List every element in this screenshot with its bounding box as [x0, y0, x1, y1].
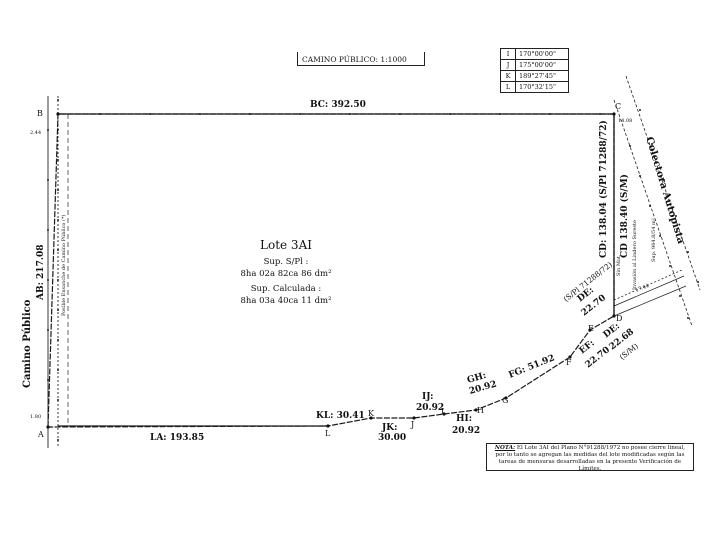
side-ij-name: IJ:: [422, 392, 433, 402]
camino-publico-label: Camino Público: [22, 299, 33, 388]
sin-mat-label: Sin Mat.: [616, 254, 622, 276]
vertex-label-f: F: [566, 358, 572, 367]
scale-title-box: CAMINO PÚBLICO: 1:1000: [297, 52, 425, 66]
angle-value: 170°32'15": [515, 81, 569, 93]
vertex-label-c: C: [615, 102, 621, 111]
vertex-k-point: [369, 416, 373, 420]
vertex-label-j: J: [410, 420, 414, 429]
lot-sup-calc-value: 8ha 03a 40ca 11 dm²: [240, 296, 331, 306]
lot-sup-calc-label: Sup. Calculada :: [251, 284, 322, 294]
side-fg-label: FG: 51.92: [507, 353, 556, 381]
vertex-label-i: I: [441, 407, 444, 416]
lot-sup-pl-label: Sup. S/Pl :: [264, 257, 309, 267]
side-kl-label: KL: 30.41: [316, 411, 365, 421]
vertex-f-point: [568, 355, 572, 359]
side-hi-value: 20.92: [452, 426, 480, 436]
vertex-l-point: [326, 424, 330, 428]
edge-notes: Posible Ensanche de Camino Público (*) 2…: [30, 118, 657, 420]
note-text: El Lote 3AI del Plano N°91288/1972 no po…: [495, 445, 686, 472]
vertex-label-g: G: [502, 396, 508, 405]
lot-name: Lote 3AI: [260, 238, 312, 252]
note-box: NOTA: El Lote 3AI del Plano N°91288/1972…: [486, 443, 694, 472]
offset-bottom-label: 1.80: [30, 414, 41, 420]
colectora-ticks: [629, 109, 699, 319]
vertex-labels: A B C D E F G H I J K L: [37, 102, 622, 439]
side-bc-label: BC: 392.50: [310, 100, 366, 110]
vertex-b-point: [56, 112, 60, 116]
vertex-label-b: B: [37, 109, 43, 118]
fence-ticks-left: [47, 99, 59, 441]
vertex-label-l: L: [325, 429, 331, 438]
colectora-line-2: [625, 75, 701, 291]
side-jk-value: 30.00: [378, 433, 406, 443]
side-ij-value: 20.92: [416, 403, 444, 413]
invasion-line-top: [613, 275, 685, 307]
colectora-lines: [613, 75, 701, 327]
camino-publico-lines: [47, 96, 69, 448]
scale-title: CAMINO PÚBLICO: 1:1000: [302, 55, 407, 64]
vertex-c-point: [612, 112, 616, 116]
vertex-points: [46, 112, 616, 429]
ensanche-label: Posible Ensanche de Camino Público (*): [60, 215, 67, 316]
lot-sup-pl-value: 8ha 02a 82ca 86 dm²: [240, 269, 331, 279]
offset-d-label: 17.44: [635, 283, 651, 294]
vertex-label-h: H: [477, 406, 484, 415]
vertex-a-point: [46, 425, 50, 429]
vertex-label-k: K: [368, 409, 375, 418]
vertex-e-point: [588, 328, 592, 332]
side-cd-m-label: CD 138.40 (S/M): [619, 174, 630, 258]
side-ab-label: AB: 217.08: [36, 245, 46, 302]
invasion-label: Invasión al Lindero Sureste: [631, 220, 638, 290]
side-la-label: LA: 193.85: [150, 433, 204, 443]
vertex-i-point: [442, 412, 446, 416]
lot-info: Lote 3AI Sup. S/Pl : 8ha 02a 82ca 86 dm²…: [240, 238, 331, 306]
invasion-line-bottom: [613, 285, 687, 317]
side-labels: BC: 392.50 LA: 193.85 KL: 30.41 JK: 30.0…: [36, 100, 636, 443]
vertex-g-point: [504, 396, 508, 400]
offset-c-label: 14.08: [618, 118, 632, 124]
side-hi-name: HI:: [456, 414, 472, 424]
side-cd-pl-label: CD: 138.04 (S/Pl 71288/72): [598, 120, 609, 258]
fence-ticks-top: [99, 113, 601, 115]
vertex-label-a: A: [37, 430, 44, 439]
note-label: NOTA:: [494, 445, 516, 451]
sup-invasion-label: Sup. 964.8/54 m²: [651, 218, 657, 262]
colectora-label: Colectora Autopista: [643, 136, 686, 246]
side-jk-name: JK:: [381, 423, 397, 433]
offset-top-label: 2.44: [30, 130, 41, 136]
vertex-label-d: D: [616, 314, 622, 323]
side-notes: (S/Pl 71288/72) (S/M): [562, 260, 640, 362]
vertex-label-e: E: [588, 324, 594, 333]
vertex-j-point: [412, 416, 416, 420]
invasion-line-dashed: [613, 269, 683, 301]
vertex-h-point: [474, 408, 478, 412]
